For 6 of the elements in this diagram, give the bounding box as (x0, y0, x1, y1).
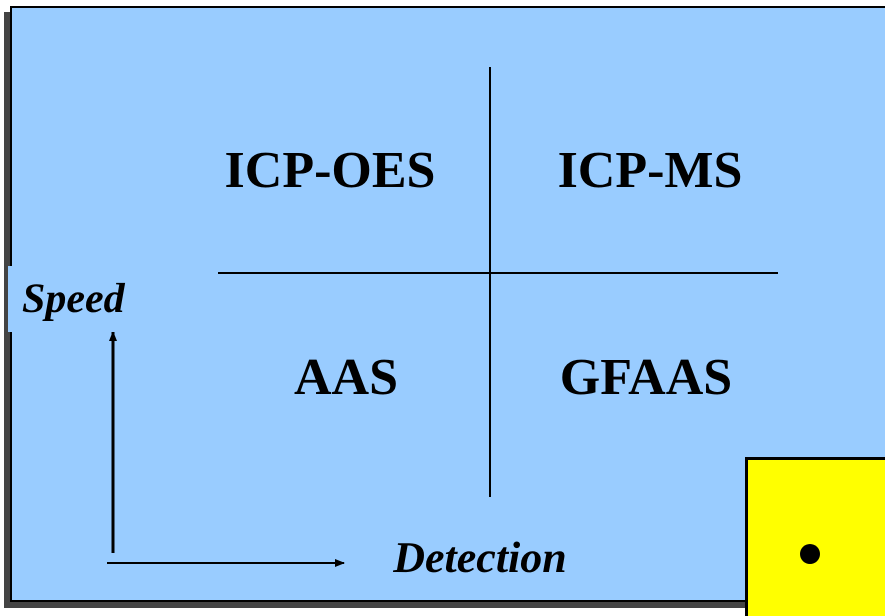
quadrant-label: AAS (292, 352, 400, 404)
callout-box (745, 457, 885, 616)
quadrant-label: ICP-MS (556, 145, 744, 197)
quadrant-label: GFAAS (558, 352, 734, 404)
quadrant-label: ICP-OES (224, 145, 436, 197)
axis-label: Detection (392, 536, 568, 580)
